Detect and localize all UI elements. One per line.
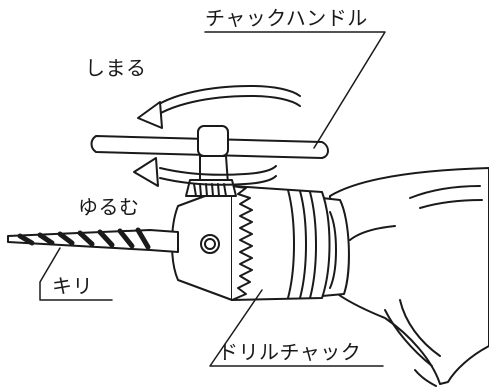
bit-label: キリ [52,274,93,298]
drill-bit [7,227,179,253]
drill-body [329,167,489,387]
leader-bit [39,247,113,301]
chuck-nose [171,185,233,301]
loosen-label: ゆるむ [78,195,140,219]
tighten-label: しまる [85,56,147,80]
drill-chuck-label: ドリルチャック [218,340,362,364]
leader-drill-chuck [209,289,384,367]
chuck-key [90,125,329,197]
loosen-arrow [133,157,277,187]
chuck-handle-label: チャックハンドル [205,6,368,30]
gear-ring [231,185,253,301]
chuck-sleeve [231,185,331,301]
leader-chuck-handle [204,31,386,149]
tighten-arrow [137,85,301,129]
